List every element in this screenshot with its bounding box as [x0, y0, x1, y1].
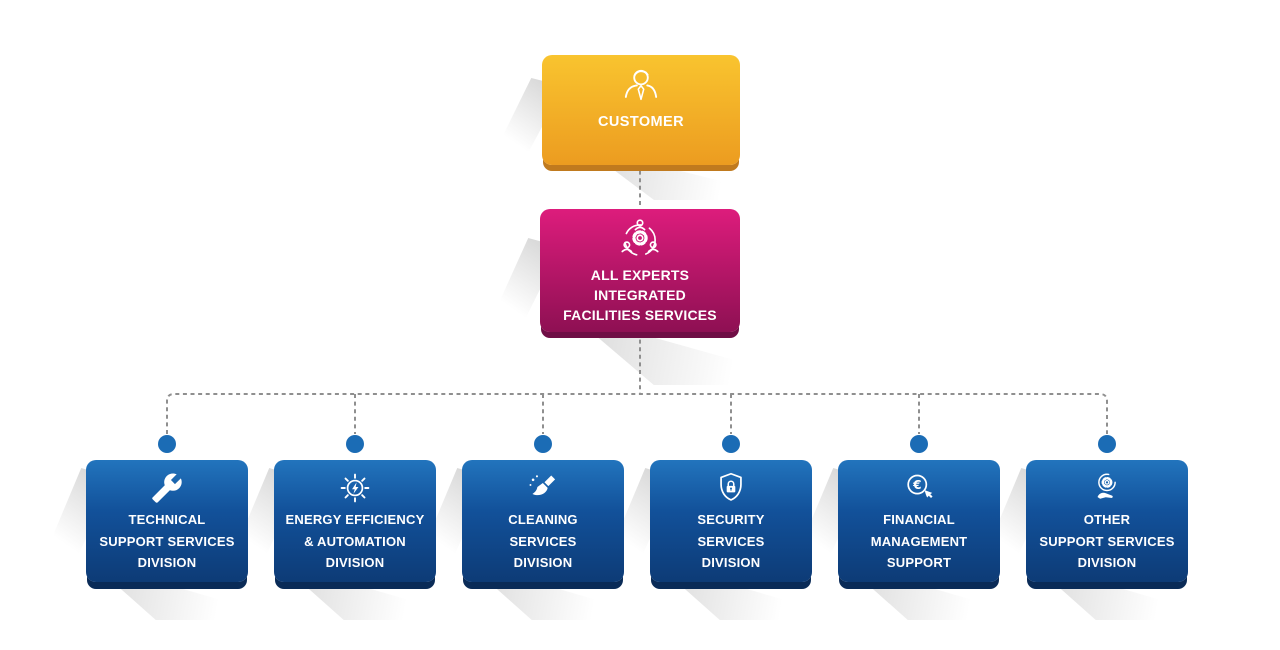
junction-dot [910, 435, 928, 453]
division-node-energy: ENERGY EFFICIENCY & AUTOMATION DIVISION [274, 460, 436, 582]
wrench-icon [148, 469, 186, 507]
junction-dots [158, 435, 1116, 453]
euro-click-icon: € [900, 469, 938, 507]
junction-dot [346, 435, 364, 453]
svg-text:€: € [912, 478, 921, 492]
junction-dot [158, 435, 176, 453]
junction-dot [722, 435, 740, 453]
junction-dot [534, 435, 552, 453]
sun-bolt-icon [336, 469, 374, 507]
customer-node: CUSTOMER [542, 55, 740, 165]
shield-lock-icon [712, 469, 750, 507]
division-label: OTHER SUPPORT SERVICES DIVISION [1039, 512, 1175, 570]
division-node-financial: € FINANCIAL MANAGEMENT SUPPORT [838, 460, 1000, 582]
division-label: SECURITY SERVICES DIVISION [697, 512, 765, 570]
division-label: TECHNICAL SUPPORT SERVICES DIVISION [99, 512, 235, 570]
shadow-wedge [588, 329, 823, 385]
division-node-cleaning: CLEANING SERVICES DIVISION [462, 460, 624, 582]
customer-label: CUSTOMER [598, 114, 684, 130]
division-node-security: SECURITY SERVICES DIVISION [650, 460, 812, 582]
team-gear-icon [616, 215, 664, 263]
broom-icon [524, 469, 562, 507]
gear-hand-icon [1088, 469, 1126, 507]
division-label: FINANCIAL MANAGEMENT SUPPORT [870, 512, 968, 570]
junction-dot [1098, 435, 1116, 453]
hub-node: ALL EXPERTS INTEGRATED FACILITIES SERVIC… [540, 209, 740, 332]
hub-label: ALL EXPERTS INTEGRATED FACILITIES SERVIC… [563, 267, 717, 323]
division-label: CLEANING SERVICES DIVISION [508, 512, 578, 570]
person-icon [618, 64, 664, 110]
division-node-other-support: OTHER SUPPORT SERVICES DIVISION [1026, 460, 1188, 582]
division-label: ENERGY EFFICIENCY & AUTOMATION DIVISION [285, 512, 425, 570]
division-node-technical: TECHNICAL SUPPORT SERVICES DIVISION [86, 460, 248, 582]
